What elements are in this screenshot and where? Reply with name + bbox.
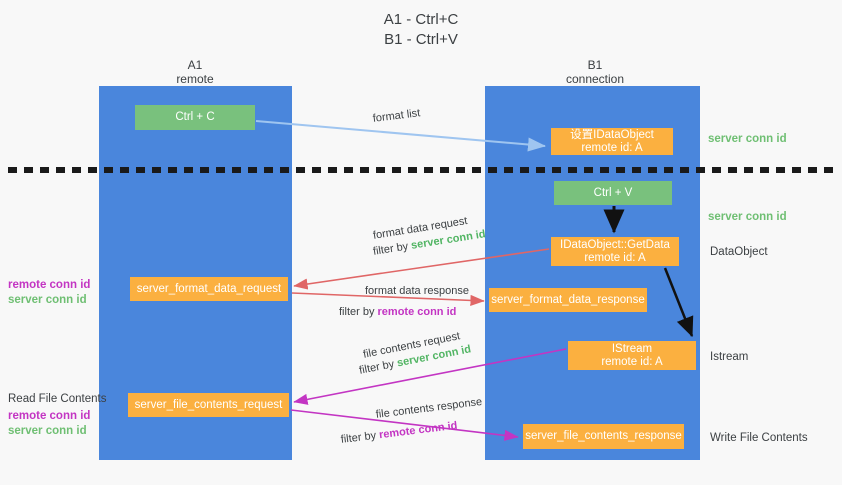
annotation-remote-conn-id: remote conn id (8, 410, 91, 422)
annotation-text: server conn id (708, 211, 787, 223)
edge-label-format-data-response: format data response (365, 285, 469, 297)
filter-prefix: filter by (339, 306, 378, 318)
box-server-file-contents-response[interactable]: server_file_contents_response (523, 424, 684, 449)
box-set-dataobject-line2: remote id: A (581, 141, 643, 154)
box-istream[interactable]: IStream remote id: A (568, 341, 696, 370)
annotation-right-write-file-contents: Write File Contents (710, 432, 808, 444)
box-ctrl-v[interactable]: Ctrl + V (554, 181, 672, 205)
box-istream-line2: remote id: A (601, 355, 663, 368)
box-set-dataobject-line1: 设置IDataObject (570, 128, 654, 141)
arrow-file-contents-request (293, 348, 567, 405)
annotation-server-conn-id: server conn id (8, 294, 87, 306)
annotation-right-server-conn-id-1: server conn id (708, 132, 787, 147)
annotation-right-istream: Istream (710, 351, 749, 363)
box-idataobject-getdata[interactable]: IDataObject::GetData remote id: A (551, 237, 679, 266)
box-idataobject-getdata-line2: remote id: A (584, 251, 646, 264)
diagram-title-line2: B1 - Ctrl+V (384, 31, 458, 48)
box-idataobject-getdata-line1: IDataObject::GetData (560, 238, 670, 251)
diagram-title-line1: A1 - Ctrl+C (383, 11, 459, 28)
column-header-a1: A1 remote (135, 58, 255, 86)
annotation-server-conn-id: server conn id (8, 425, 87, 437)
diagram-title: A1 - Ctrl+C B1 - Ctrl+V (0, 10, 842, 50)
box-ctrl-c-label: Ctrl + C (175, 111, 215, 123)
column-header-a1-name: A1 (187, 58, 203, 72)
arrow-getdata-to-istream (663, 267, 694, 338)
edge-label-format-data-response-filter: filter by remote conn id (339, 305, 456, 319)
box-set-dataobject[interactable]: 设置IDataObject remote id: A (551, 128, 673, 155)
arrow-format-list (255, 120, 546, 152)
arrow-file-contents-response (290, 409, 519, 441)
box-server-format-data-response-label: server_format_data_response (491, 293, 645, 306)
column-header-b1-sub: connection (565, 72, 625, 86)
box-server-format-data-request[interactable]: server_format_data_request (130, 277, 288, 301)
box-ctrl-c[interactable]: Ctrl + C (135, 105, 255, 130)
box-server-format-data-request-label: server_format_data_request (136, 282, 282, 295)
box-istream-line1: IStream (611, 342, 653, 355)
box-server-file-contents-response-label: server_file_contents_response (525, 430, 682, 442)
arrow-format-data-request (293, 248, 550, 290)
column-header-b1-name: B1 (587, 58, 603, 72)
annotation-right-server-conn-id-2: server conn id (708, 210, 787, 225)
box-server-file-contents-request[interactable]: server_file_contents_request (128, 393, 289, 417)
column-header-b1: B1 connection (535, 58, 655, 86)
annotation-left-read-file-contents: Read File Contents (8, 393, 107, 405)
arrow-format-data-response (291, 292, 485, 307)
box-server-file-contents-request-label: server_file_contents_request (134, 398, 283, 411)
annotation-right-dataobject: DataObject (710, 246, 768, 258)
column-header-a1-sub: remote (176, 72, 214, 86)
filter-value-remote-conn-id: remote conn id (377, 306, 457, 318)
box-server-format-data-response[interactable]: server_format_data_response (489, 288, 647, 312)
annotation-text: server conn id (708, 133, 787, 145)
annotation-remote-conn-id: remote conn id (8, 279, 91, 291)
annotation-left-conn-ids-2: remote conn id server conn id (8, 409, 90, 439)
box-ctrl-v-label: Ctrl + V (593, 186, 633, 199)
annotation-left-conn-ids-1: remote conn id server conn id (8, 278, 90, 308)
